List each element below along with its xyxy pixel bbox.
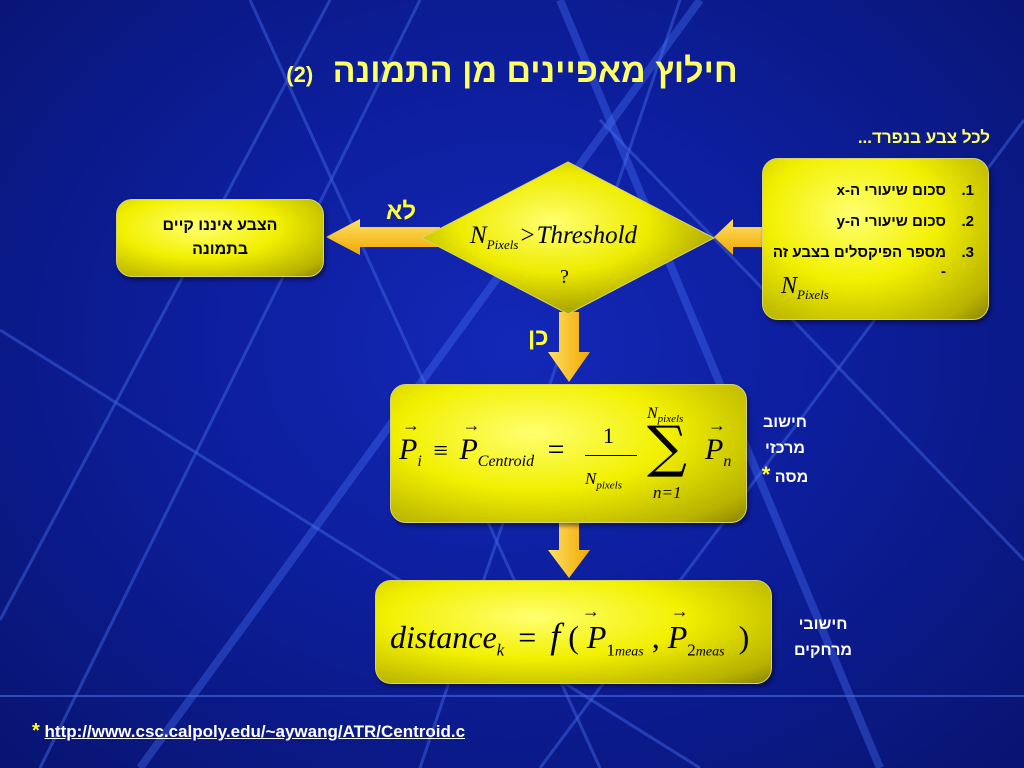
distance-label: חישובי מרחקים bbox=[793, 616, 853, 659]
footnote: * http://www.csc.calpoly.edu/~aywang/ATR… bbox=[32, 720, 465, 743]
footnote-star: * bbox=[32, 720, 40, 742]
footnote-link[interactable]: http://www.csc.calpoly.edu/~aywang/ATR/C… bbox=[44, 722, 466, 741]
yes-label: כן bbox=[528, 324, 549, 351]
decision-condition: NPixels>Threshold bbox=[470, 222, 638, 252]
no-label: לא bbox=[386, 198, 417, 225]
sum-upper-limit: Npixels bbox=[647, 405, 684, 426]
centroid-formula-box: → Pi ≡ → PCentroid = 1 Npixels Npixels ∑… bbox=[390, 384, 747, 523]
fraction-bar bbox=[585, 455, 637, 456]
n-pixels-symbol: NPixels bbox=[781, 273, 829, 302]
decision-diamond bbox=[420, 161, 716, 315]
title-text: חילוץ מאפיינים מן התמונה bbox=[332, 52, 738, 90]
sum-lower-limit: n=1 bbox=[653, 483, 682, 502]
centroid-label: חישוב מרכזי מסה * bbox=[761, 414, 809, 487]
feature-item: 2. סכום שיעורי ה-y bbox=[836, 213, 974, 230]
arrow-no bbox=[326, 219, 440, 255]
features-box: 1. סכום שיעורי ה-x 2. סכום שיעורי ה-y 3.… bbox=[762, 158, 989, 320]
feature-item: 1. סכום שיעורי ה-x bbox=[836, 182, 974, 199]
arrow-to-distance bbox=[548, 522, 590, 578]
not-exist-line1: הצבע איננו קיים bbox=[162, 217, 278, 234]
not-exist-line2: בתמונה bbox=[192, 241, 248, 258]
title-number: (2) bbox=[286, 62, 314, 87]
color-not-exist-box: הצבע איננו קיים בתמונה bbox=[116, 199, 324, 277]
feature-item: 3. מספר הפיקסלים בצבע זה - bbox=[772, 244, 974, 280]
distance-formula-box: distancek = f ( → P1meas , → P2meas ) bbox=[375, 580, 772, 684]
centroid-lhs: → Pi ≡ → PCentroid = bbox=[399, 415, 565, 470]
fraction-denominator: Npixels bbox=[585, 469, 623, 492]
distance-formula: distancek = f ( → P1meas , → P2meas ) bbox=[390, 601, 750, 660]
decision-question: ? bbox=[560, 266, 569, 288]
arrow-yes bbox=[548, 312, 590, 382]
subtitle: לכל צבע בנפרד... bbox=[857, 128, 990, 147]
fraction-numerator: 1 bbox=[603, 423, 614, 448]
slide-title: חילוץ מאפיינים מן התמונה (2) bbox=[0, 52, 1024, 91]
arrow-into-decision bbox=[714, 219, 762, 255]
sum-sign: ∑ bbox=[647, 415, 687, 480]
p-n-term: → Pn bbox=[705, 415, 732, 470]
